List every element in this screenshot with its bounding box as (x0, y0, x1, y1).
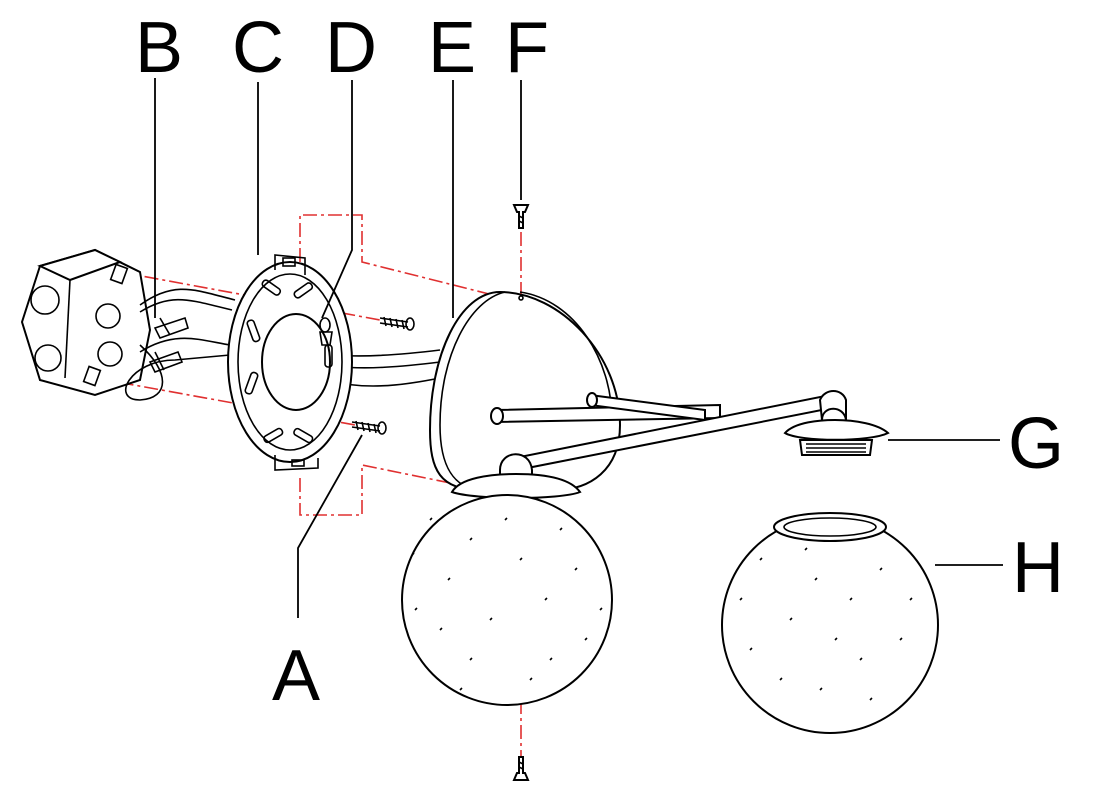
part-labels: B C D E F G H A (135, 8, 1064, 716)
label-a: A (272, 636, 320, 716)
label-b: B (135, 8, 183, 88)
left-lamp (401, 453, 613, 706)
label-f: F (505, 8, 549, 88)
label-e: E (428, 8, 476, 88)
alignment-line-top (299, 214, 506, 299)
label-d: D (325, 8, 377, 88)
label-h: H (1012, 528, 1064, 608)
mounting-bracket (227, 254, 353, 471)
mounting-screws (351, 316, 415, 435)
junction-box (20, 248, 152, 397)
label-g: G (1008, 404, 1064, 484)
leader-d (321, 80, 353, 319)
lamp-arms (490, 390, 847, 474)
alignment-line-bottom (299, 464, 471, 516)
right-socket (783, 407, 890, 456)
label-c: C (232, 8, 284, 88)
finial-screws (512, 204, 530, 781)
leader-a (297, 434, 363, 618)
leader-lines (154, 78, 1003, 618)
ground-screw (319, 317, 333, 346)
glass-globe (721, 512, 939, 734)
